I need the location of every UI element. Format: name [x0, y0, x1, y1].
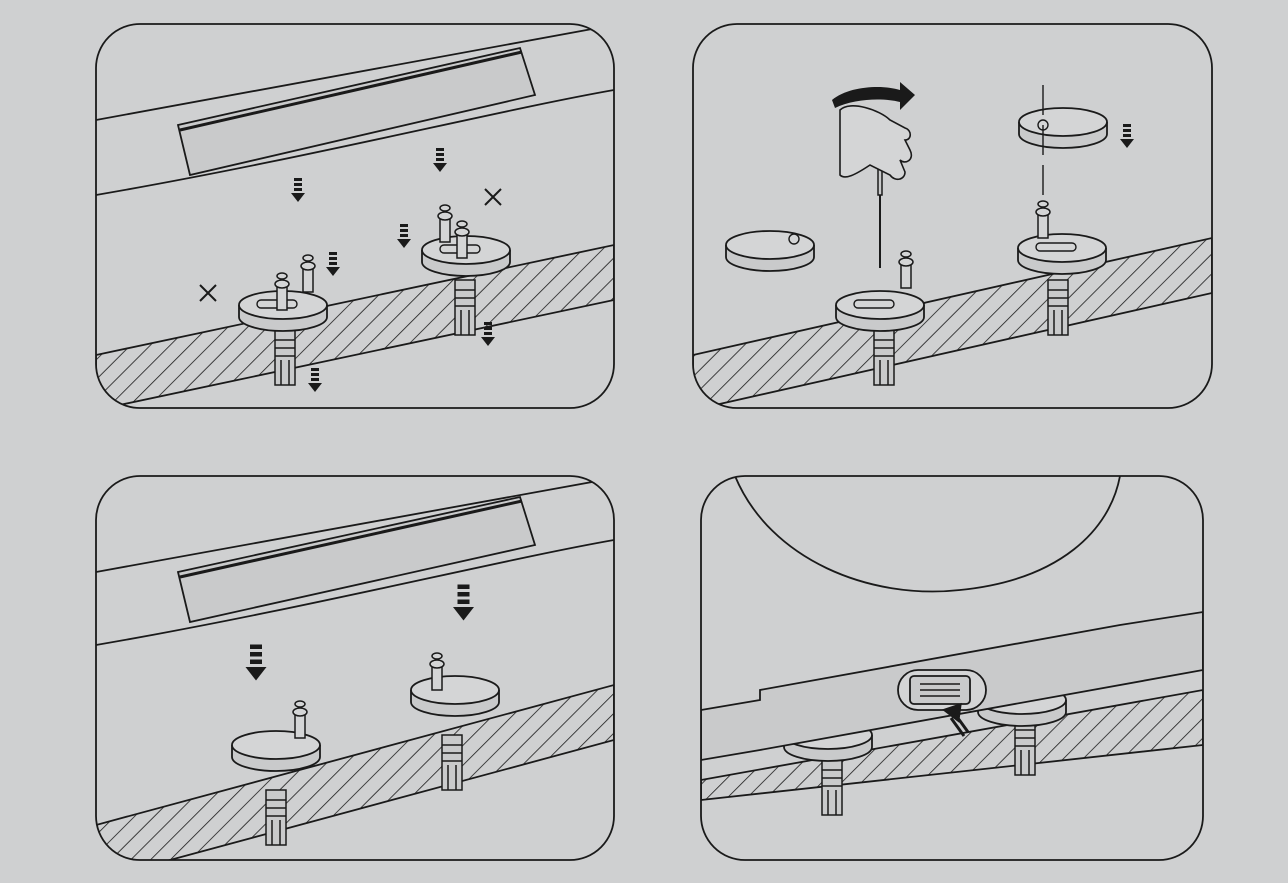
down-arrow-icon	[433, 148, 447, 172]
down-arrow-icon	[453, 584, 474, 621]
cross-mark-icon	[199, 284, 217, 302]
panel-step-2	[692, 23, 1213, 409]
down-arrow-icon	[291, 178, 305, 202]
panel-step-1	[95, 23, 615, 409]
rotate-arrow-icon	[832, 82, 915, 110]
down-arrow-icon	[397, 224, 411, 248]
down-arrow-icon	[308, 368, 322, 392]
down-arrow-icon	[326, 252, 340, 276]
panel-step-4	[700, 475, 1204, 861]
up-arrow-icon	[941, 702, 970, 737]
hand-icon	[839, 105, 913, 181]
down-arrow-icon	[245, 644, 267, 681]
cross-mark-icon	[484, 188, 502, 206]
down-arrow-icon	[1120, 124, 1134, 148]
panel-step-3	[95, 475, 615, 861]
